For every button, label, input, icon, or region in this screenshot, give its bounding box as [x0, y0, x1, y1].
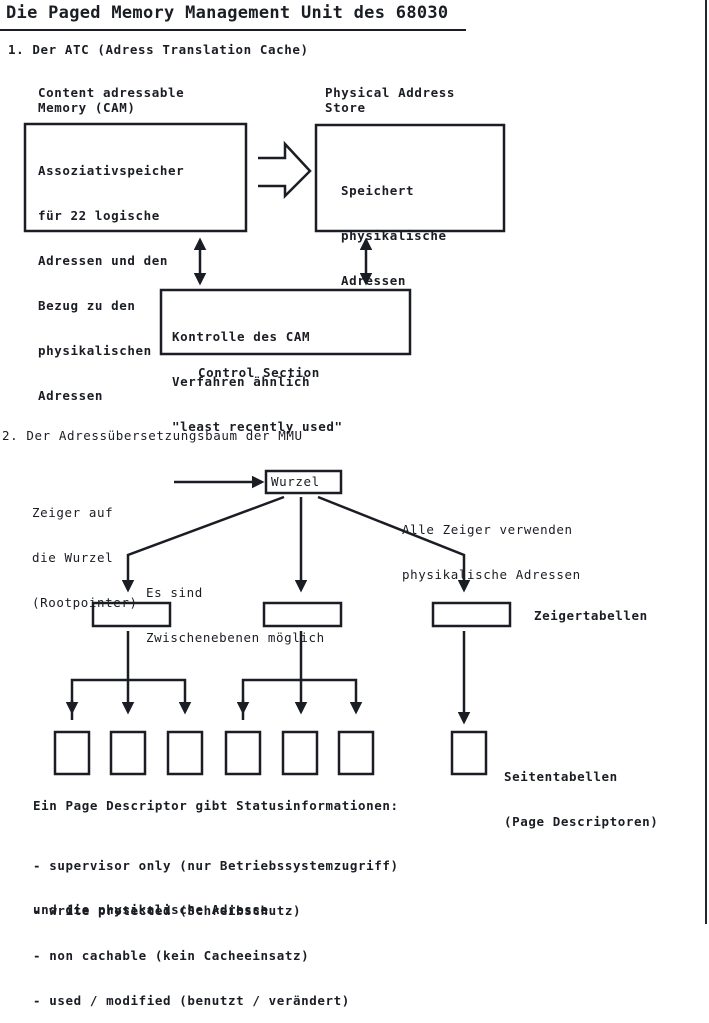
- page-descriptor-2: [109, 730, 147, 776]
- intermediate-note-line: Es sind: [146, 585, 203, 600]
- descriptor-intro: Ein Page Descriptor gibt Statusinformati…: [33, 798, 399, 813]
- cam-box-line: Adressen und den: [38, 253, 169, 268]
- descriptor-item: - write protected (Schreibschutz): [33, 903, 302, 918]
- section2-heading: 2. Der Adressübersetzungsbaum der MMU: [2, 428, 303, 443]
- pointer-table-1: [91, 601, 172, 628]
- pas-box: [314, 123, 506, 233]
- root-box-label: Wurzel: [271, 474, 320, 489]
- cam-box-text: Assoziativspeicher für 22 logische Adres…: [38, 133, 184, 418]
- cam-label-line: Memory (CAM): [38, 100, 136, 115]
- pas-box-line: Adressen: [341, 273, 407, 288]
- cam-box-line: für 22 logische: [38, 208, 160, 223]
- pointer-tables-label: Zeigertabellen: [534, 608, 648, 623]
- descriptor-list: - supervisor only (nur Betriebssystemzug…: [33, 828, 399, 1023]
- cam-box-line: Adressen: [38, 388, 104, 403]
- control-box-line: Verfahren ähnlich: [172, 374, 311, 389]
- control-box-text: Kontrolle des CAM Verfahren ähnlich "lea…: [172, 299, 343, 449]
- title-underline: [0, 29, 466, 31]
- page-right-border: [705, 0, 707, 924]
- cam-box-line: physikalischen: [38, 343, 152, 358]
- page-descriptor-1: [53, 730, 91, 776]
- page-descriptor-7: [450, 730, 488, 776]
- root-pointer-label: Zeiger auf die Wurzel (Rootpointer): [32, 475, 138, 625]
- page-descriptor-5: [281, 730, 319, 776]
- pas-label-line: Physical Address: [325, 85, 456, 100]
- root-pointer-line: Zeiger auf: [32, 505, 114, 520]
- page-descriptor-4: [224, 730, 262, 776]
- physical-note-line: physikalische Adressen: [402, 567, 581, 582]
- root-box: [264, 469, 343, 495]
- pt2-fanout: [241, 678, 363, 720]
- control-box-line: "least recently used": [172, 419, 343, 434]
- page-tables-line: Seitentabellen: [504, 769, 618, 784]
- pointer-table-3: [431, 601, 512, 628]
- pas-box-line: physikalische: [341, 228, 447, 243]
- page-tables-line: (Page Descriptoren): [504, 814, 659, 829]
- hollow-arrow-icon: [258, 140, 312, 200]
- branch-right: [317, 495, 471, 593]
- page-descriptor-6: [337, 730, 375, 776]
- descriptor-item: - used / modified (benutzt / verändert): [33, 993, 350, 1008]
- descriptor-item: - non cachable (kein Cacheeinsatz): [33, 948, 310, 963]
- physical-note-line: Alle Zeiger verwenden: [402, 522, 573, 537]
- physical-address-note: Alle Zeiger verwenden physikalische Adre…: [402, 492, 581, 597]
- diagram-canvas: [23, 122, 512, 776]
- page-descriptor-3: [166, 730, 204, 776]
- control-box-line: Kontrolle des CAM: [172, 329, 311, 344]
- intermediate-levels-note: Es sind Zwischenebenen möglich: [146, 555, 325, 660]
- page-title: Die Paged Memory Management Unit des 680…: [6, 3, 449, 23]
- page-tables-label: Seitentabellen (Page Descriptoren): [504, 739, 658, 844]
- intermediate-note-line: Zwischenebenen möglich: [146, 630, 325, 645]
- pointer-table-2: [262, 601, 343, 628]
- branch-left: [121, 495, 285, 593]
- section1-heading: 1. Der ATC (Adress Translation Cache): [8, 42, 309, 57]
- cam-box: [23, 122, 248, 233]
- pas-box-text: Speichert physikalische Adressen: [341, 153, 447, 303]
- descriptor-item: - supervisor only (nur Betriebssystemzug…: [33, 858, 399, 873]
- pas-label-line: Store: [325, 100, 366, 115]
- cam-box-line: Assoziativspeicher: [38, 163, 185, 178]
- root-pointer-line: die Wurzel: [32, 550, 114, 565]
- control-section-label: Control Section: [198, 365, 320, 380]
- root-pointer-line: (Rootpointer): [32, 595, 138, 610]
- pas-box-line: Speichert: [341, 183, 415, 198]
- cam-label-line: Content adressable: [38, 85, 185, 100]
- descriptor-closing: und die physikalische Adresse: [33, 902, 269, 917]
- control-box: [159, 288, 412, 356]
- cam-box-line: Bezug zu den: [38, 298, 136, 313]
